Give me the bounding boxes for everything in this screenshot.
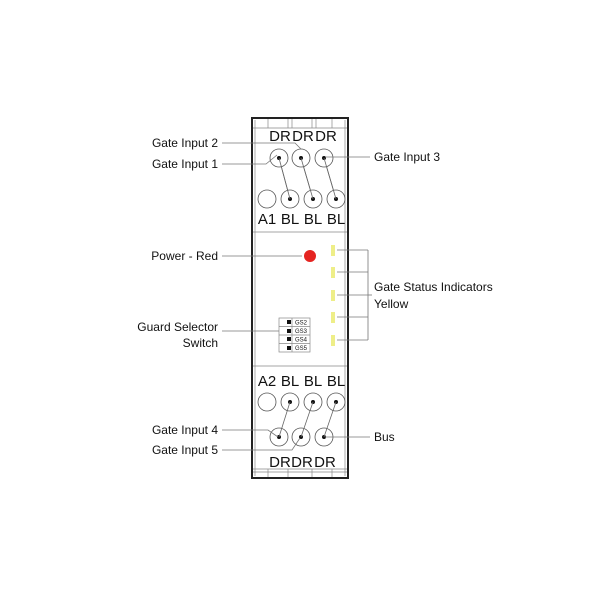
switch-label: GS4 bbox=[295, 338, 308, 344]
terminal-label: DR bbox=[315, 128, 337, 145]
callout-bus: Bus bbox=[374, 430, 395, 444]
callout-gate-status: Gate Status Indicators bbox=[374, 280, 493, 294]
callout-gate-input-2: Gate Input 2 bbox=[152, 136, 218, 150]
callout-gate-input-1: Gate Input 1 bbox=[152, 157, 218, 171]
callout-guard-selector-2: Switch bbox=[183, 336, 218, 350]
callout-gate-input-3: Gate Input 3 bbox=[374, 150, 440, 164]
terminal-label: DR bbox=[314, 454, 336, 471]
terminal-label: DR bbox=[269, 128, 291, 145]
callout-guard-selector: Guard Selector bbox=[137, 320, 218, 334]
leader-lines bbox=[222, 142, 372, 451]
terminal-label: A2 bbox=[258, 373, 276, 390]
terminal-label: BL bbox=[281, 373, 299, 390]
terminal-label: BL bbox=[327, 211, 345, 228]
terminal-label: BL bbox=[281, 211, 299, 228]
terminal-label: DR bbox=[269, 454, 291, 471]
bottom-rail bbox=[253, 468, 347, 477]
callout-power: Power - Red bbox=[151, 249, 218, 263]
switch-label: GS3 bbox=[295, 329, 308, 335]
terminal-label: BL bbox=[304, 211, 322, 228]
callout-gate-input-4: Gate Input 4 bbox=[152, 423, 218, 437]
terminal-label: DR bbox=[292, 128, 314, 145]
terminal-label: DR bbox=[291, 454, 313, 471]
guard-selector-switch: GS2 GS3 GS4 GS5 bbox=[278, 317, 311, 353]
callout-gate-status-color: Yellow bbox=[374, 297, 409, 311]
callout-gate-input-5: Gate Input 5 bbox=[152, 443, 218, 457]
bottom-terminal-screws bbox=[257, 392, 346, 447]
top-terminal-screws bbox=[257, 148, 346, 209]
terminal-label: A1 bbox=[258, 211, 276, 228]
switch-label: GS2 bbox=[295, 321, 308, 327]
switch-label: GS5 bbox=[295, 346, 308, 352]
top-rail bbox=[253, 119, 347, 129]
gate-status-leds bbox=[331, 245, 335, 346]
terminal-label: BL bbox=[304, 373, 322, 390]
power-led bbox=[304, 250, 316, 262]
terminal-label: BL bbox=[327, 373, 345, 390]
